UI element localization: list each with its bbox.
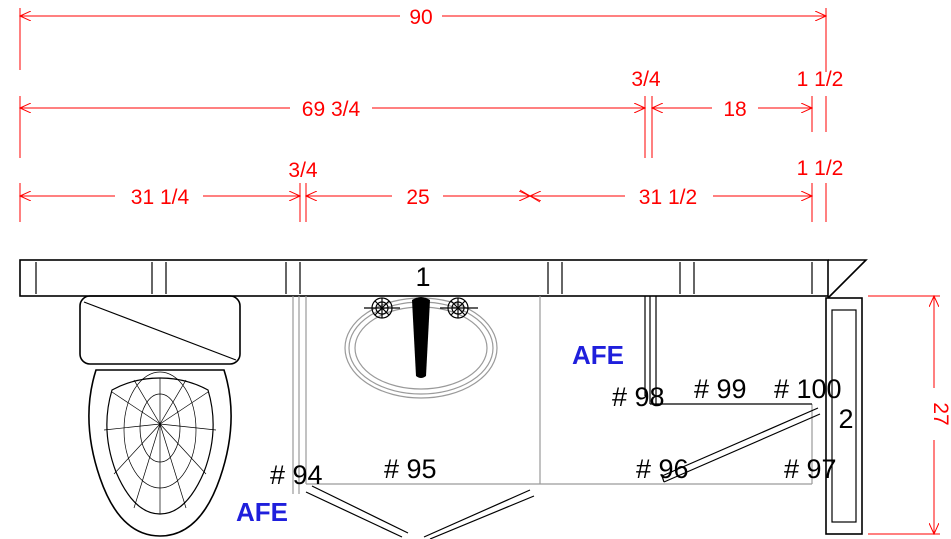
dimension-gap-top: 3/4: [631, 68, 661, 91]
wall-cabinet-strip: [19, 259, 868, 299]
afe-label-lower: AFE: [236, 497, 288, 527]
cabinet-tag-97: # 97: [784, 454, 837, 484]
vanity-outline: [292, 296, 813, 494]
item-label-1: 1: [415, 262, 430, 292]
dimension-center-span: 25: [406, 186, 429, 209]
dimension-right-lower-span: 31 1/2: [639, 186, 697, 209]
toilet-bowl: [88, 369, 232, 537]
cabinet-tag-100: # 100: [774, 374, 842, 404]
dimension-depth: 27: [929, 402, 951, 425]
cabinet-doors: [305, 407, 821, 539]
dimension-right-span: 18: [723, 98, 746, 121]
tick-mark: [519, 189, 541, 203]
dimension-sub-overall: 69 3/4: [302, 98, 361, 121]
dimension-edge-lower: 1 1/2: [797, 157, 844, 180]
cabinet-tag-95: # 95: [384, 454, 437, 484]
afe-label-upper: AFE: [572, 340, 624, 370]
end-panel: [825, 297, 863, 535]
toilet-symbol: [79, 295, 241, 537]
cabinet-tag-99: # 99: [694, 374, 747, 404]
dimension-lines: [20, 8, 940, 534]
faucet-handle-right: [440, 297, 478, 319]
dimension-left-span: 31 1/4: [131, 186, 190, 209]
sink-symbol: [344, 297, 498, 399]
cabinet-tag-98: # 98: [612, 382, 665, 412]
faucet-handle-left: [364, 297, 400, 319]
toilet-tank: [79, 295, 241, 365]
item-label-2: 2: [838, 404, 853, 434]
dimension-gap-left: 3/4: [288, 159, 318, 182]
cabinet-tag-96: # 96: [636, 454, 689, 484]
cabinet-tag-94: # 94: [270, 460, 323, 490]
dimension-overall: 90: [409, 6, 432, 29]
dimension-edge-top: 1 1/2: [797, 68, 844, 91]
faucet-spout: [412, 297, 430, 378]
